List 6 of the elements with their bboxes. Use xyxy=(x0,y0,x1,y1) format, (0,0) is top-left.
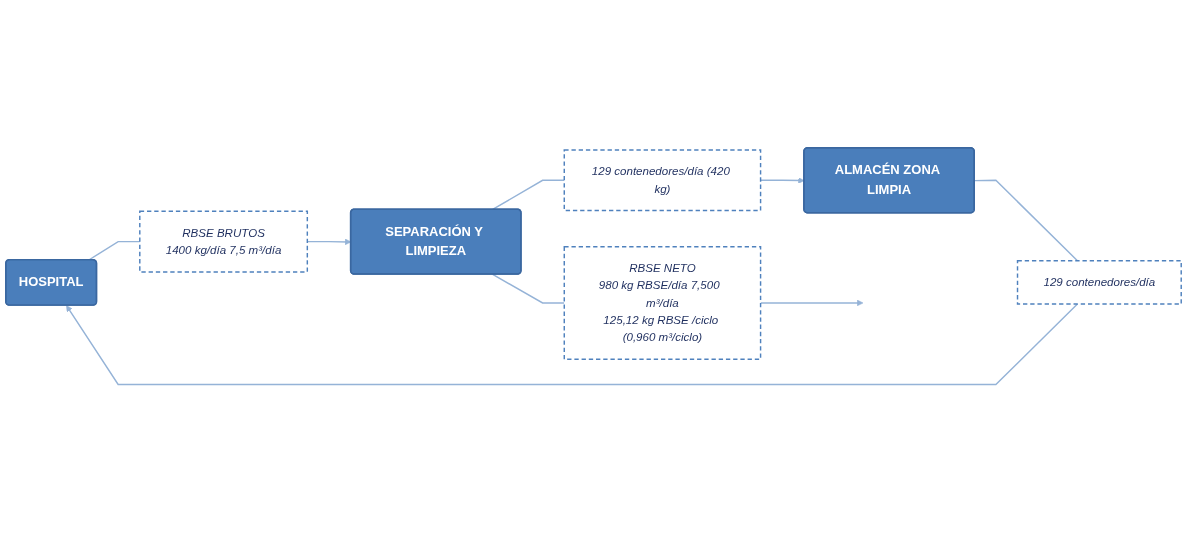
node-box: 129 contenedores/día xyxy=(1016,260,1182,306)
arrow xyxy=(66,303,1079,386)
connector xyxy=(491,274,565,305)
node-box: RBSE NETO 980 kg RBSE/día 7,500 m³/día 125,12 kg RBSE /ciclo (0,960 m³/ciclo) xyxy=(563,246,762,361)
node-box: 129 contenedores/día (420 kg) xyxy=(563,149,762,212)
node-box: RBSE BRUTOS 1400 kg/día 7,5 m³/día xyxy=(139,210,309,273)
